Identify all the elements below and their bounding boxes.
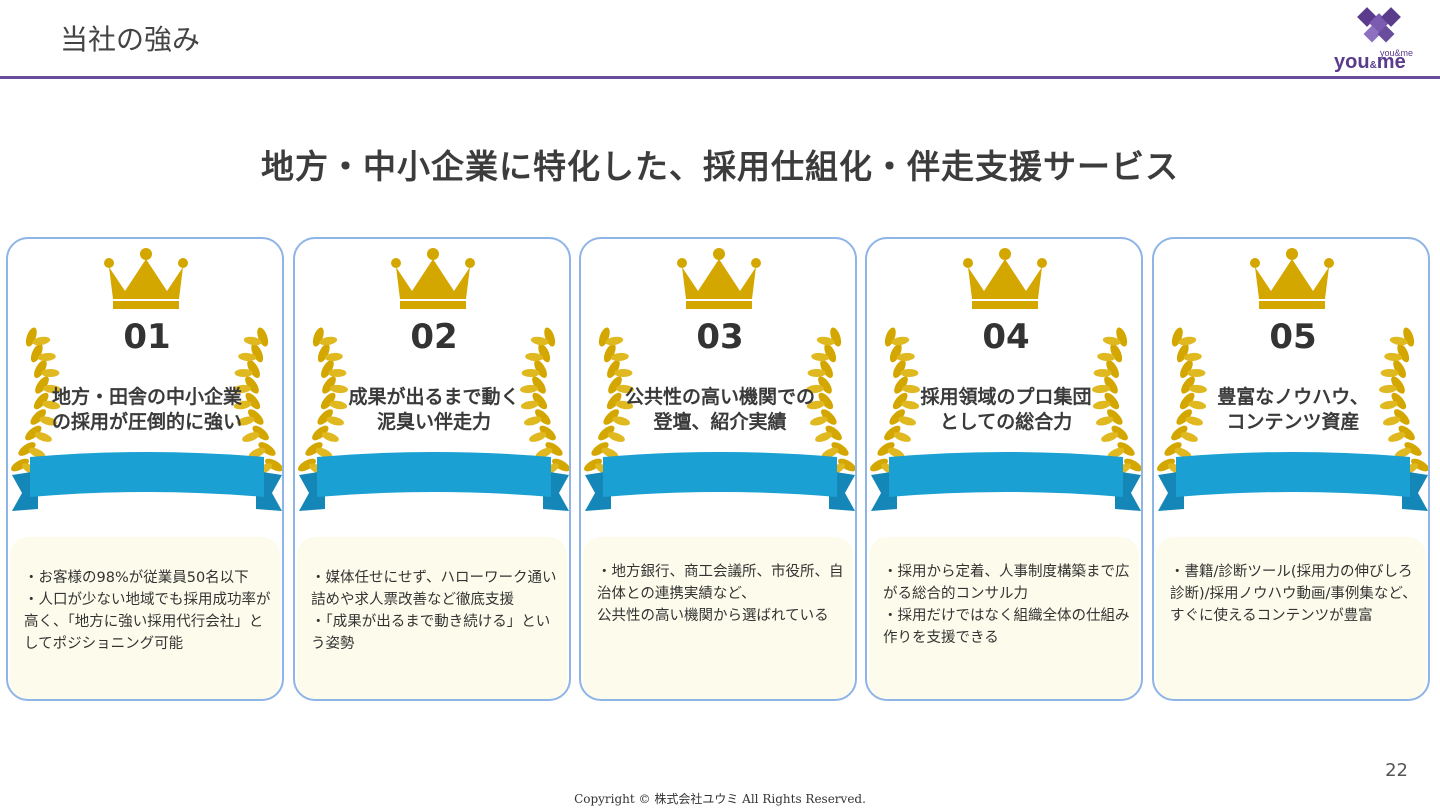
card-description-box: ・採用から定着、人事制度構築まで広がる総合的コンサル力 ・採用だけではなく組織全…	[869, 537, 1139, 699]
strength-card-01: 01 地方・田舎の中小企業の採用が圧倒的に強い・お客様の98%が従業員50名以下 …	[6, 237, 284, 701]
page-title: 当社の強み	[60, 23, 201, 56]
card-title: 公共性の高い機関での登壇、紹介実績	[581, 385, 855, 435]
card-description: ・媒体任せにせず、ハローワーク通い詰めや求人票改善など徹底支援 ・「成果が出るま…	[311, 570, 557, 652]
card-description-box: ・お客様の98%が従業員50名以下 ・人口が少ない地域でも採用成功率が高く、「地…	[10, 537, 280, 699]
logo-mark-icon	[1357, 7, 1401, 43]
card-title: 豊富なノウハウ、コンテンツ資産	[1154, 385, 1428, 435]
logo-small-text: you&me	[1380, 48, 1413, 58]
strength-card-03: 03 公共性の高い機関での登壇、紹介実績・地方銀行、商工会議所、市役所、自治体との…	[579, 237, 857, 701]
card-title-line-2: 登壇、紹介実績	[653, 411, 787, 433]
crown-icon	[677, 248, 761, 309]
ribbon-banner-icon	[585, 452, 855, 511]
laurel-wreath-icon	[11, 327, 282, 475]
card-title: 採用領域のプロ集団としての総合力	[867, 385, 1141, 435]
laurel-wreath-icon	[584, 327, 855, 475]
strength-card-04: 04 採用領域のプロ集団としての総合力・採用から定着、人事制度構築まで広がる総合的…	[865, 237, 1143, 701]
card-title-line-2: の採用が圧倒的に強い	[51, 411, 242, 433]
title-divider	[0, 76, 1440, 79]
card-title: 成果が出るまで動く泥臭い伴走力	[295, 385, 569, 435]
card-number: 01	[123, 317, 171, 357]
card-title: 地方・田舎の中小企業の採用が圧倒的に強い	[8, 385, 282, 435]
crown-icon	[1250, 248, 1334, 309]
card-description: ・採用から定着、人事制度構築まで広がる総合的コンサル力 ・採用だけではなく組織全…	[883, 564, 1130, 646]
svg-text:you&me: you&me	[1334, 51, 1406, 72]
card-title-line-1: 地方・田舎の中小企業	[51, 386, 242, 408]
card-description: ・書籍/診断ツール(採用力の伸びしろ診断)/採用ノウハウ動画/事例集など、すぐに…	[1170, 564, 1417, 624]
card-number: 03	[696, 317, 744, 357]
strength-card-05: 05 豊富なノウハウ、コンテンツ資産・書籍/診断ツール(採用力の伸びしろ診断)/採…	[1152, 237, 1430, 701]
card-title-line-2: としての総合力	[939, 411, 1073, 433]
card-number: 04	[982, 317, 1030, 357]
crown-icon	[391, 248, 475, 309]
ribbon-banner-icon	[1158, 452, 1428, 511]
card-description: ・お客様の98%が従業員50名以下 ・人口が少ない地域でも採用成功率が高く、「地…	[24, 570, 271, 652]
strength-card-02: 02 成果が出るまで動く泥臭い伴走力・媒体任せにせず、ハローワーク通い詰めや求人票…	[293, 237, 571, 701]
card-number: 05	[1269, 317, 1317, 357]
page-number: 22	[1385, 760, 1408, 781]
headline: 地方・中小企業に特化した、採用仕組化・伴走支援サービス	[261, 147, 1179, 186]
card-title-line-1: 豊富なノウハウ、	[1217, 386, 1369, 408]
copyright: Copyright © 株式会社ユウミ All Rights Reserved.	[574, 792, 866, 806]
card-title-line-1: 公共性の高い機関での	[624, 386, 815, 408]
card-description: ・地方銀行、商工会議所、市役所、自治体との連携実績など、 公共性の高い機関から選…	[597, 564, 844, 624]
card-description-box: ・地方銀行、商工会議所、市役所、自治体との連携実績など、 公共性の高い機関から選…	[583, 537, 853, 699]
card-description-box: ・書籍/診断ツール(採用力の伸びしろ診断)/採用ノウハウ動画/事例集など、すぐに…	[1156, 537, 1426, 699]
crown-icon	[104, 248, 188, 309]
card-title-line-1: 成果が出るまで動く	[348, 386, 520, 408]
ribbon-banner-icon	[299, 452, 569, 511]
laurel-wreath-icon	[298, 327, 569, 475]
card-description-box: ・媒体任せにせず、ハローワーク通い詰めや求人票改善など徹底支援 ・「成果が出るま…	[297, 537, 567, 699]
card-title-line-2: 泥臭い伴走力	[376, 411, 491, 433]
card-number: 02	[410, 317, 458, 357]
ribbon-banner-icon	[12, 452, 282, 511]
company-logo: you&me you&me	[1334, 7, 1413, 72]
ribbon-banner-icon	[871, 452, 1141, 511]
crown-icon	[963, 248, 1047, 309]
laurel-wreath-icon	[870, 327, 1141, 475]
card-title-line-1: 採用領域のプロ集団	[920, 386, 1092, 408]
card-title-line-2: コンテンツ資産	[1226, 411, 1360, 433]
laurel-wreath-icon	[1157, 327, 1428, 475]
